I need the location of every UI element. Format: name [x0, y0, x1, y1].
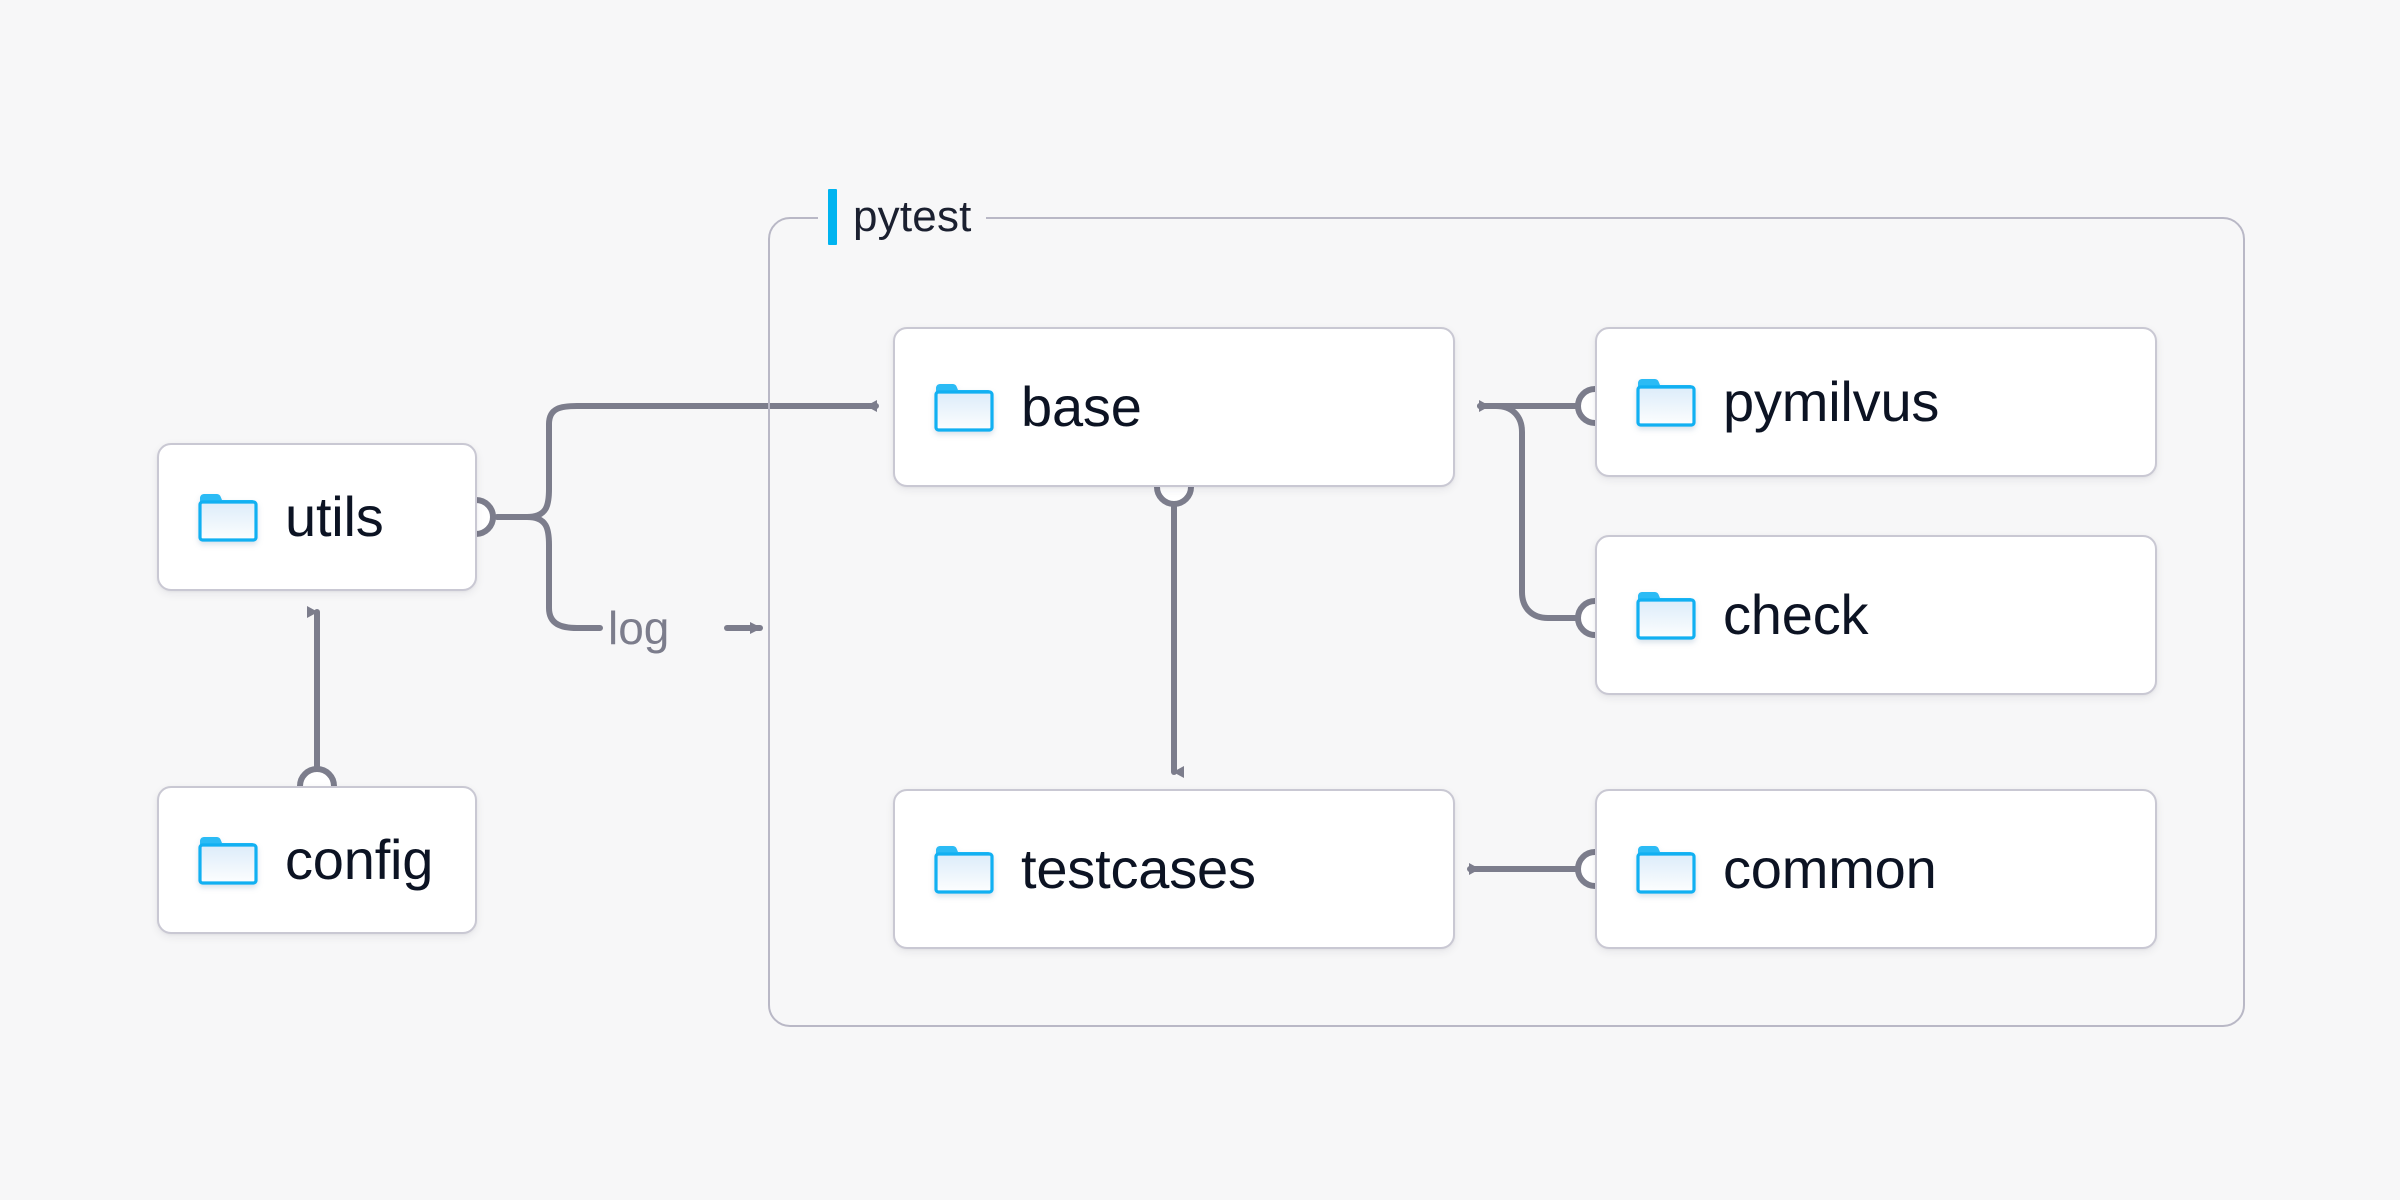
node-config[interactable]: config	[157, 786, 477, 934]
node-label-common: common	[1723, 837, 1937, 900]
node-pymilvus[interactable]: pymilvus	[1595, 327, 2157, 477]
group-pytest-label: pytest	[818, 189, 986, 245]
folder-icon	[933, 843, 995, 895]
folder-icon	[1636, 379, 1696, 427]
node-check[interactable]: check	[1595, 535, 2157, 695]
edge-label-log: log	[608, 602, 670, 654]
node-common[interactable]: common	[1595, 789, 2157, 949]
folder-icon	[1636, 592, 1696, 640]
node-label-utils: utils	[285, 485, 384, 548]
node-testcases[interactable]: testcases	[893, 789, 1455, 949]
node-label-config: config	[285, 828, 434, 891]
folder-icon	[197, 834, 259, 886]
folder-icon	[198, 494, 258, 542]
group-pytest[interactable]	[768, 217, 2245, 1027]
group-label-text: pytest	[853, 192, 972, 241]
folder-icon	[1635, 376, 1697, 428]
folder-icon	[933, 381, 995, 433]
group-accent-bar	[828, 189, 837, 245]
node-label-pymilvus: pymilvus	[1723, 370, 1940, 433]
edge-utils-to-log	[524, 514, 603, 631]
node-label-check: check	[1723, 583, 1869, 646]
folder-icon	[197, 491, 259, 543]
folder-icon	[1635, 589, 1697, 641]
node-label-testcases: testcases	[1021, 837, 1256, 900]
node-base[interactable]: base	[893, 327, 1455, 487]
folder-icon	[934, 846, 994, 894]
node-utils[interactable]: utils	[157, 443, 477, 591]
folder-icon	[198, 837, 258, 885]
node-label-base: base	[1021, 375, 1142, 438]
folder-icon	[934, 384, 994, 432]
folder-icon	[1635, 843, 1697, 895]
folder-icon	[1636, 846, 1696, 894]
